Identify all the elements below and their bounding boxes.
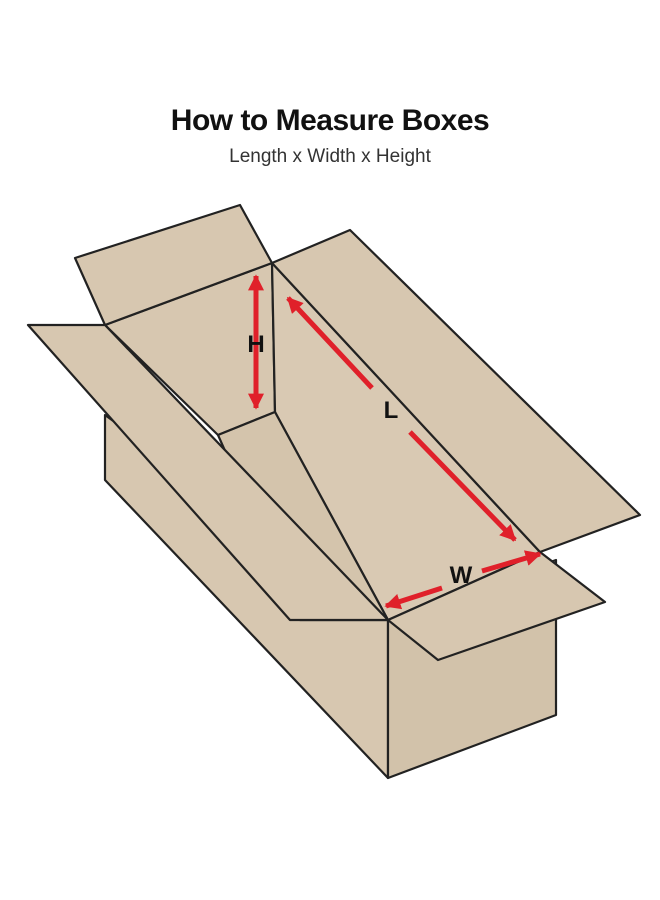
width-arrow-right bbox=[481, 550, 542, 574]
box-right-flap bbox=[270, 228, 642, 554]
box-front-flap bbox=[386, 550, 607, 662]
width-label: W bbox=[450, 562, 473, 589]
page-subtitle: Length x Width x Height bbox=[229, 146, 431, 167]
height-label: H bbox=[247, 331, 264, 358]
page-title: How to Measure Boxes bbox=[170, 104, 490, 137]
length-label: L bbox=[384, 397, 399, 424]
length-arrow-lower bbox=[408, 430, 517, 542]
length-arrow-upper bbox=[286, 296, 374, 390]
width-arrow-left bbox=[384, 585, 443, 610]
